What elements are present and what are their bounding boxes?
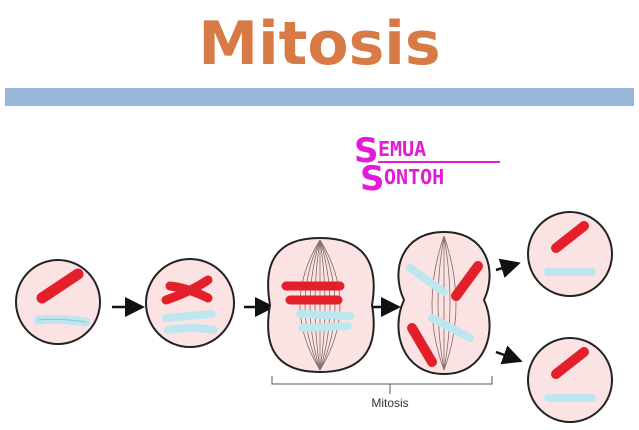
daughter-cell-top [527,211,613,297]
title-underline-bar [5,88,634,106]
mitosis-bracket-label: Mitosis [371,396,409,410]
watermark-line1: EMUA [378,137,426,161]
mitosis-diagram [15,211,613,423]
daughter-cell-bottom [527,337,613,423]
watermark-initial-s2: S [360,159,385,192]
cell-anaphase [397,230,491,376]
page-title: Mitosis [198,9,441,79]
arrow-4-top [495,258,521,278]
watermark-logo: S EMUA S ONTOH [354,132,500,192]
watermark-initial-s1: S [354,132,379,171]
cell-interphase [15,259,101,345]
cell-prophase [145,258,235,348]
watermark-line2: ONTOH [384,165,444,189]
cell-metaphase [267,236,375,374]
mitosis-bracket [271,376,493,394]
arrow-4-bottom [495,345,523,365]
